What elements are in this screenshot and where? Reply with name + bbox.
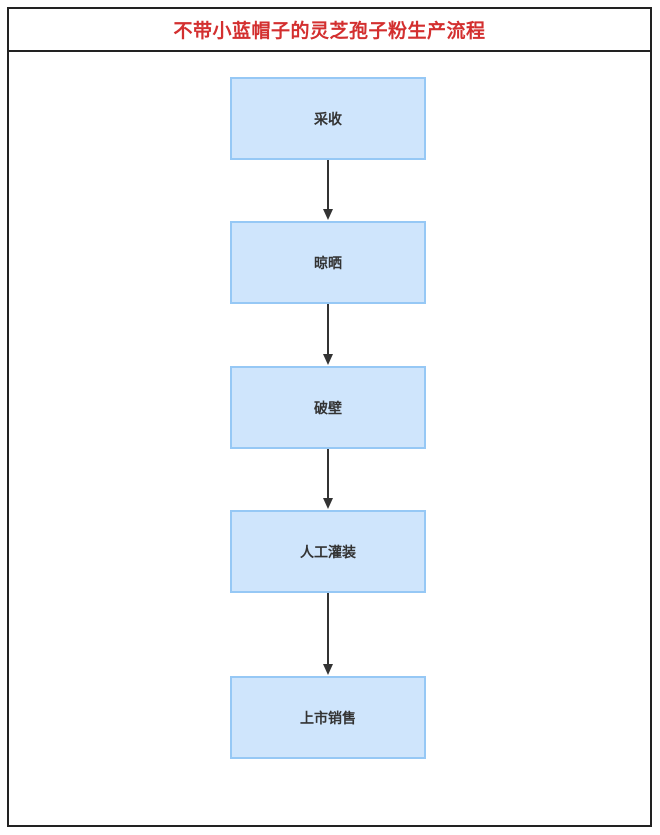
title-bar: 不带小蓝帽子的灵芝孢子粉生产流程 bbox=[9, 9, 650, 52]
step-node-drying: 晾晒 bbox=[230, 221, 426, 304]
step-label: 晾晒 bbox=[314, 255, 342, 272]
step-label: 人工灌装 bbox=[300, 544, 356, 561]
step-node-manual-filling: 人工灌装 bbox=[230, 510, 426, 593]
step-node-wall-breaking: 破壁 bbox=[230, 366, 426, 449]
step-node-market-sales: 上市销售 bbox=[230, 676, 426, 759]
step-node-harvest: 采收 bbox=[230, 77, 426, 160]
step-label: 上市销售 bbox=[300, 710, 356, 727]
step-label: 破壁 bbox=[314, 400, 342, 417]
step-label: 采收 bbox=[314, 111, 342, 128]
diagram-title: 不带小蓝帽子的灵芝孢子粉生产流程 bbox=[173, 20, 486, 42]
